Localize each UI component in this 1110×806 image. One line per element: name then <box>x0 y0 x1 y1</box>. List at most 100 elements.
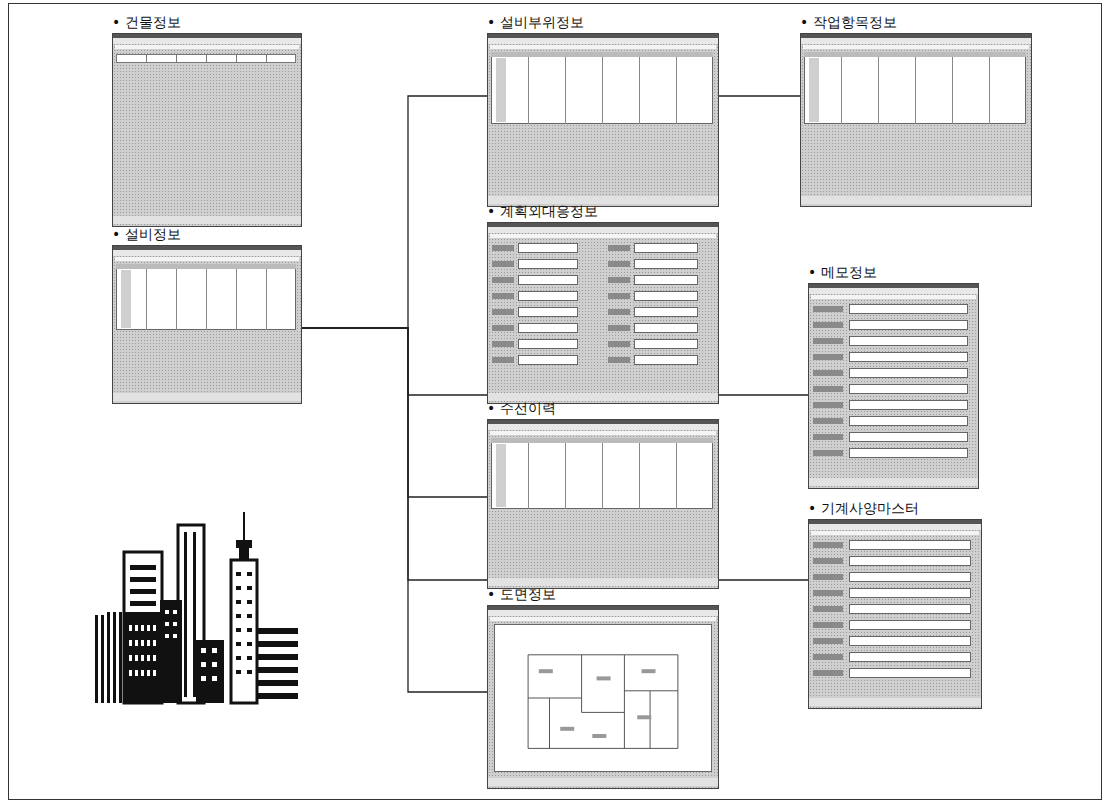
grid-header <box>491 52 713 57</box>
form-field <box>634 259 698 269</box>
form-label <box>492 325 514 331</box>
window-statusbar <box>809 698 981 706</box>
form-field <box>849 572 971 582</box>
panel-heading: • 작업항목정보 <box>800 14 1032 33</box>
window-statusbar <box>488 393 718 401</box>
window-menubar <box>809 524 981 530</box>
connector-line <box>719 95 800 96</box>
grid-divider <box>236 264 237 330</box>
grid-divider <box>528 52 529 124</box>
form-label <box>608 261 630 267</box>
form-field <box>849 432 968 442</box>
window-statusbar <box>801 196 1031 204</box>
window-statusbar <box>809 478 978 486</box>
form-field <box>849 400 968 410</box>
grid-divider <box>989 52 990 124</box>
grid-divider <box>528 438 529 509</box>
room-mark <box>560 727 574 731</box>
form-field <box>849 604 971 614</box>
panel-heading: • 설비부위정보 <box>487 14 719 33</box>
form-label <box>492 357 514 363</box>
form-field <box>634 243 698 253</box>
form-label <box>813 434 843 440</box>
drawing-panel <box>494 624 712 772</box>
form-field <box>849 540 971 550</box>
grid-divider <box>206 264 207 330</box>
form-field <box>634 275 698 285</box>
connector-line <box>302 328 487 497</box>
form-label <box>492 309 514 315</box>
grid-divider <box>565 52 566 124</box>
grid-divider <box>639 52 640 124</box>
grid-key-column <box>496 444 506 507</box>
screenshot <box>487 222 719 404</box>
grid-divider <box>602 438 603 509</box>
form-label <box>608 341 630 347</box>
plan-wall <box>528 748 678 749</box>
form-field <box>634 355 698 365</box>
form-label <box>608 277 630 283</box>
grid-key-column <box>121 270 131 328</box>
form-label <box>608 357 630 363</box>
window-menubar <box>488 227 718 233</box>
form-label <box>608 245 630 251</box>
screen-panel: • 도면정보 <box>487 586 719 789</box>
grid-divider <box>915 52 916 124</box>
grid-divider <box>952 52 953 124</box>
form-field <box>634 307 698 317</box>
form-field <box>849 448 968 458</box>
form-field <box>849 352 968 362</box>
screen-panel: • 건물정보 <box>112 14 302 227</box>
plan-wall <box>581 655 582 713</box>
form-label <box>813 338 843 344</box>
form-label <box>608 325 630 331</box>
form-field <box>849 636 971 646</box>
plan-wall <box>624 690 678 691</box>
panel-heading: • 설비정보 <box>112 226 302 245</box>
form-field <box>634 323 698 333</box>
plan-wall <box>650 691 651 749</box>
form-field <box>518 355 578 365</box>
window-menubar <box>488 424 718 430</box>
striped-block <box>95 612 122 703</box>
window-toolbar <box>811 295 976 299</box>
grid-divider <box>602 52 603 124</box>
form-label <box>608 309 630 315</box>
window-statusbar <box>488 196 718 204</box>
form-field <box>518 339 578 349</box>
form-field <box>518 275 578 285</box>
window-menubar <box>113 250 301 256</box>
form-field <box>634 291 698 301</box>
window-menubar <box>809 288 978 294</box>
screen-panel: • 수선이력 <box>487 400 719 589</box>
grid-header <box>116 264 296 269</box>
form-field <box>849 320 968 330</box>
form-field <box>518 307 578 317</box>
form-field <box>518 243 578 253</box>
grid-divider <box>878 52 879 124</box>
room-mark <box>642 669 656 673</box>
form-label <box>492 341 514 347</box>
window-menubar <box>113 38 301 44</box>
form-label <box>813 450 843 456</box>
form-label <box>813 542 843 548</box>
grid-divider <box>266 264 267 330</box>
screenshot <box>487 33 719 207</box>
form-label <box>813 670 843 676</box>
window-statusbar <box>488 778 718 786</box>
grid-header <box>804 52 1026 57</box>
room-mark <box>539 669 553 673</box>
form-label <box>813 306 843 312</box>
grid-divider <box>176 54 177 63</box>
window-toolbar <box>803 45 1029 49</box>
form-label <box>813 622 843 628</box>
form-label <box>813 402 843 408</box>
form-field <box>849 304 968 314</box>
grid-divider <box>266 54 267 63</box>
grid-header <box>491 438 713 443</box>
form-label <box>813 322 843 328</box>
plan-wall <box>528 655 529 749</box>
connector-line <box>302 328 487 692</box>
plan-wall <box>549 698 550 748</box>
window-toolbar <box>811 531 979 535</box>
